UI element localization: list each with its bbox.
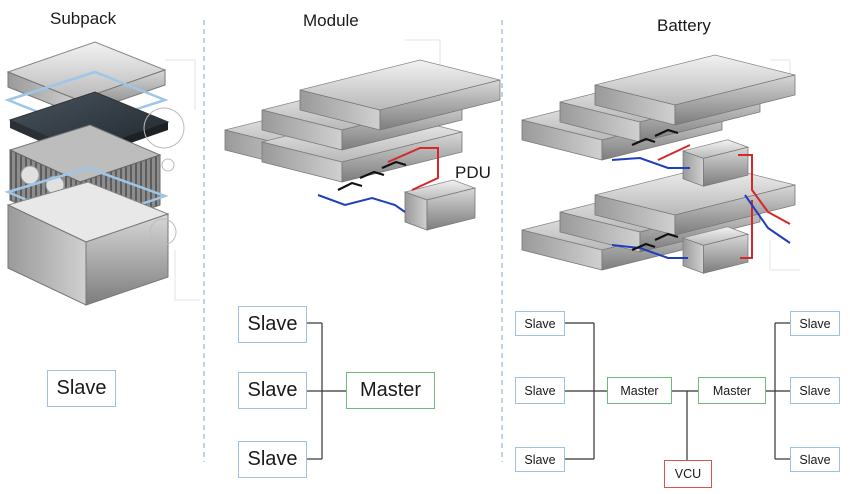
- module-illustration: [224, 59, 501, 231]
- module-slave-box-1: Slave: [238, 306, 307, 343]
- module-tree-lines: [307, 322, 346, 460]
- battery-right-slave-box-2: Slave: [790, 377, 840, 404]
- battery-master-box-2: Master: [698, 377, 766, 404]
- battery-master-box-1: Master: [607, 377, 672, 404]
- pdu-label: PDU: [455, 163, 491, 182]
- battery-title: Battery: [657, 16, 711, 35]
- battery-right-slave-box-3: Slave: [790, 447, 840, 472]
- module-slave-box-2: Slave: [238, 372, 307, 409]
- module-title: Module: [303, 11, 359, 30]
- module-master-box: Master: [346, 372, 435, 409]
- battery-tree-lines: [565, 322, 790, 460]
- battery-vcu-box: VCU: [664, 460, 712, 488]
- subpack-title: Subpack: [50, 9, 117, 28]
- subpack-slave-box: Slave: [47, 370, 116, 407]
- battery-illustration: [521, 54, 796, 274]
- battery-left-slave-box-1: Slave: [515, 311, 565, 336]
- battery-left-slave-box-3: Slave: [515, 447, 565, 472]
- subpack-illustration: [4, 41, 185, 306]
- module-slave-box-3: Slave: [238, 441, 307, 478]
- battery-left-slave-box-2: Slave: [515, 377, 565, 404]
- battery-right-slave-box-1: Slave: [790, 311, 840, 336]
